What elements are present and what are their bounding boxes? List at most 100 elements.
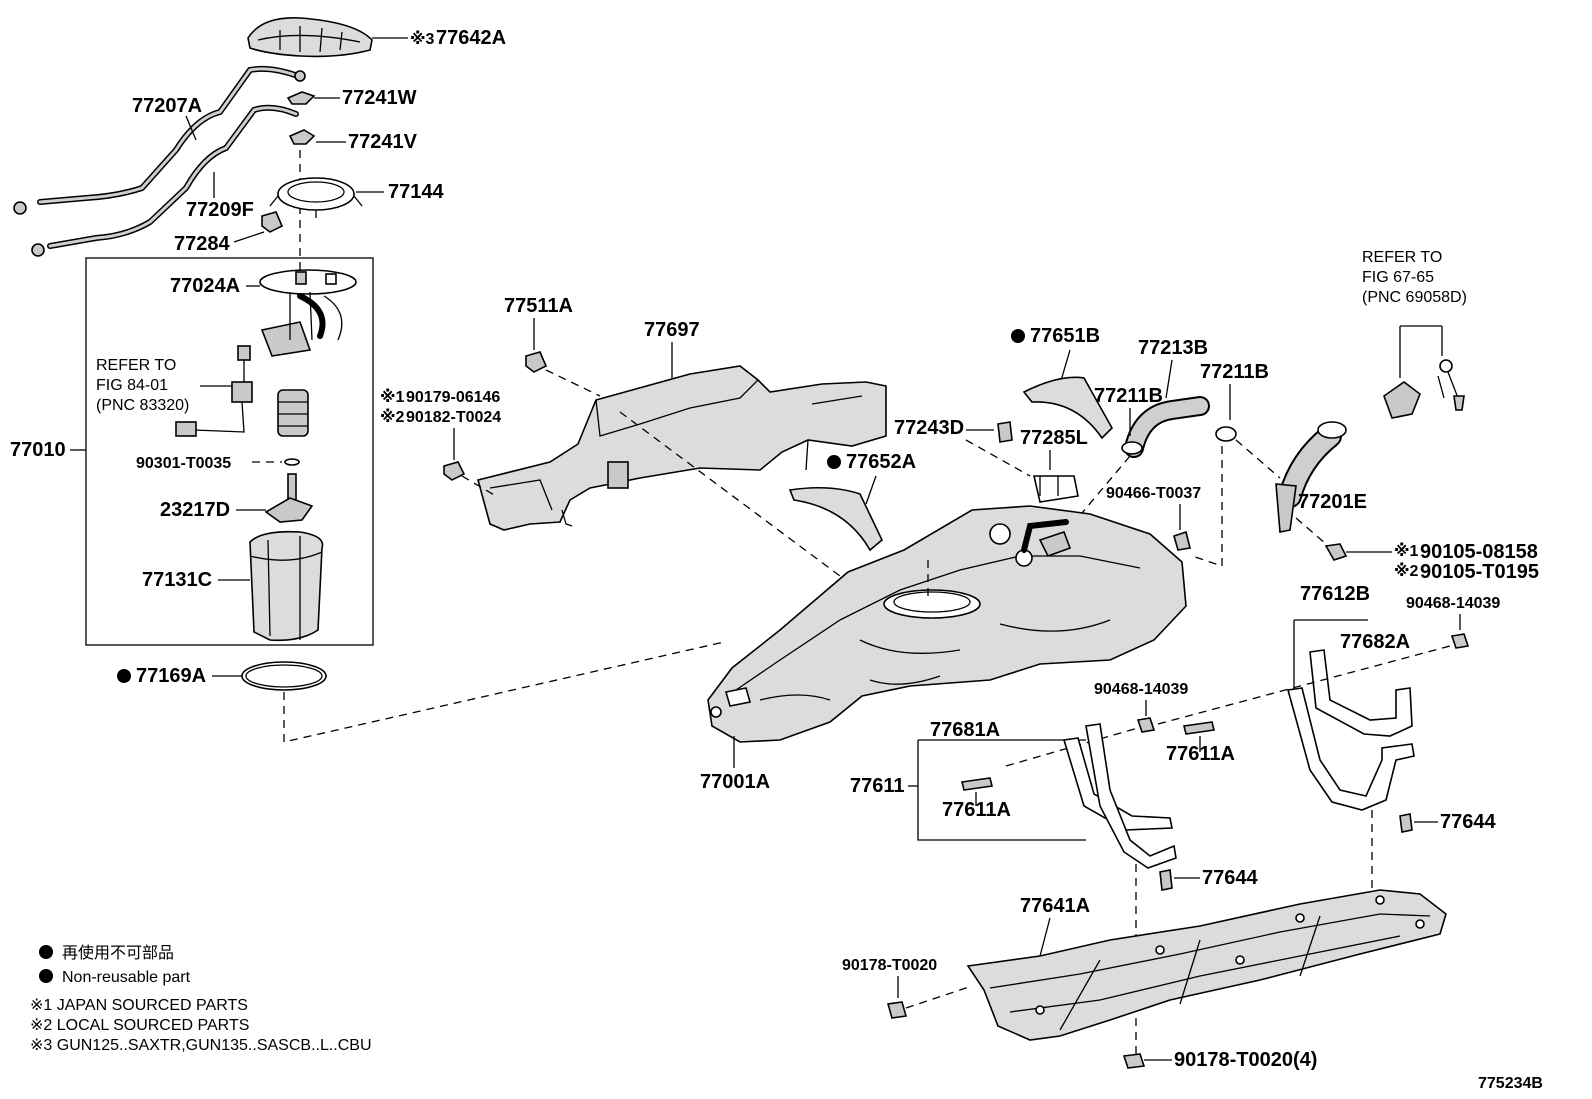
part-label-77651B: 77651B xyxy=(1030,325,1100,347)
part-label-77642A: 77642A xyxy=(436,27,506,49)
part-label-77285L: 77285L xyxy=(1020,427,1088,449)
bolt-90468-b xyxy=(1136,717,1156,733)
o-ring-90301 xyxy=(284,458,300,466)
diagram-code: 775234B xyxy=(1478,1075,1543,1092)
fuel-pump-bracket-77024A xyxy=(259,269,357,357)
non-reusable-dot-77652A xyxy=(827,455,841,469)
part-label-77611: 77611 xyxy=(850,775,905,797)
part-label-77241W: 77241W xyxy=(342,87,417,109)
refer-cap-line3: (PNC 69058D) xyxy=(1362,289,1467,306)
part-label-90178a: 90178-T0020 xyxy=(842,957,937,974)
refer-pump-line3: (PNC 83320) xyxy=(96,397,189,414)
part-label-90301: 90301-T0035 xyxy=(136,455,231,472)
part-label-77211B-b: 77211B xyxy=(1200,361,1269,383)
part-label-90105a: 90105-08158 xyxy=(1420,541,1538,563)
pump-subassembly-frame xyxy=(85,257,374,646)
connector-77284 xyxy=(261,211,284,233)
part-label-77209F: 77209F xyxy=(186,199,254,221)
fuel-pump-cover-part xyxy=(247,17,373,58)
fuel-tube-77207A xyxy=(13,65,306,215)
mark-1-b: ※1 xyxy=(1394,542,1419,560)
mark-1-a: ※1 xyxy=(380,388,405,406)
bolt-77644-a xyxy=(1399,813,1413,833)
part-label-77612B: 77612B xyxy=(1300,583,1370,605)
cushion-pad-77652A xyxy=(788,486,883,552)
legend-dot-en xyxy=(39,969,53,983)
fuel-pump-body xyxy=(277,389,309,437)
part-label-77024A: 77024A xyxy=(170,275,240,297)
filler-hose-77213B xyxy=(1124,396,1210,458)
bolt-90178-a xyxy=(886,1001,908,1019)
clip-77511A xyxy=(525,351,548,373)
part-label-90179: 90179-06146 xyxy=(406,389,500,406)
legend-non-reusable-en: Non-reusable part xyxy=(62,969,191,986)
bolt-77611A-b xyxy=(961,777,993,791)
part-label-90105b: 90105-T0195 xyxy=(1420,561,1539,583)
fuel-tank-protector-77641A xyxy=(966,889,1447,1041)
legend-note-3: ※3 GUN125..SAXTR,GUN135..SASCB..L..CBU xyxy=(30,1037,372,1054)
part-label-77644-a: 77644 xyxy=(1440,811,1496,833)
heat-insulator-77697 xyxy=(477,365,887,531)
retainer-ring-77144 xyxy=(269,177,363,218)
part-label-90178b: 90178-T0020(4) xyxy=(1174,1049,1317,1071)
part-label-77213B: 77213B xyxy=(1138,337,1208,359)
refer-cap-line1: REFER TO xyxy=(1362,249,1442,266)
legend-dot-jp xyxy=(39,945,53,959)
legend-note-1: ※1 JAPAN SOURCED PARTS xyxy=(30,997,248,1014)
part-label-77652A: 77652A xyxy=(846,451,916,473)
part-label-90468b: 90468-14039 xyxy=(1094,681,1188,698)
part-label-77611A-a: 77611A xyxy=(1166,743,1235,765)
hose-clamp-77211B-b xyxy=(1215,426,1237,442)
part-label-90182: 90182-T0024 xyxy=(406,409,501,426)
clip-77241V xyxy=(288,129,316,145)
tank-strap-77681A xyxy=(1062,723,1177,869)
filler-pipe-77201E xyxy=(1275,421,1347,533)
part-label-77243D: 77243D xyxy=(894,417,964,439)
part-label-77682A: 77682A xyxy=(1340,631,1410,653)
part-label-90466: 90466-T0037 xyxy=(1106,485,1201,502)
clip-77241W xyxy=(286,91,316,105)
mark-2-a: ※2 xyxy=(380,408,405,426)
hose-clamp-77211B-a xyxy=(1121,441,1143,455)
part-label-77010: 77010 xyxy=(10,439,66,461)
valve-77243D xyxy=(997,421,1013,443)
part-label-77644-b: 77644 xyxy=(1202,867,1258,889)
part-label-90468a: 90468-14039 xyxy=(1406,595,1500,612)
part-label-77169A: 77169A xyxy=(136,665,206,687)
part-label-77211B-a: 77211B xyxy=(1094,385,1163,407)
tank-strap-77612B xyxy=(1286,687,1415,811)
legend-note-2: ※2 LOCAL SOURCED PARTS xyxy=(30,1017,249,1034)
bolt-77644-b xyxy=(1159,869,1173,891)
refer-pump-line2: FIG 84-01 xyxy=(96,377,168,394)
mark-3: ※3 xyxy=(410,30,435,48)
fuel-sender-gauge xyxy=(175,345,253,437)
refer-pump-line1: REFER TO xyxy=(96,357,176,374)
bolt-90105 xyxy=(1324,543,1348,561)
fuel-cap-and-key xyxy=(1383,359,1465,419)
bolt-90178-b xyxy=(1122,1053,1146,1069)
mark-2-b: ※2 xyxy=(1394,562,1419,580)
fuel-filter-23217D xyxy=(264,473,314,523)
gasket-77169A xyxy=(241,661,327,691)
tank-strap-77682A xyxy=(1309,649,1413,737)
cushion-pad-77651B xyxy=(1022,376,1113,440)
bolt-77611A-a xyxy=(1183,721,1215,735)
part-label-77511A: 77511A xyxy=(504,295,573,317)
part-label-23217D: 23217D xyxy=(160,499,230,521)
part-label-77201E: 77201E xyxy=(1298,491,1367,513)
fuel-tube-77209F xyxy=(31,104,299,257)
clip-90466 xyxy=(1173,530,1191,551)
legend-non-reusable-jp: 再使用不可部品 xyxy=(62,944,174,962)
part-label-77207A: 77207A xyxy=(132,95,202,117)
fuel-tank-77001A xyxy=(707,505,1187,743)
bolt-90468-a xyxy=(1450,633,1470,649)
part-label-77641A: 77641A xyxy=(1020,895,1090,917)
part-label-77681A: 77681A xyxy=(930,719,1000,741)
refer-cap-line2: FIG 67-65 xyxy=(1362,269,1434,286)
part-label-77611A-b: 77611A xyxy=(942,799,1011,821)
part-label-77284: 77284 xyxy=(174,233,230,255)
part-label-77241V: 77241V xyxy=(348,131,418,153)
bracket-77285L xyxy=(1032,475,1079,503)
nut-90179 xyxy=(443,461,466,481)
